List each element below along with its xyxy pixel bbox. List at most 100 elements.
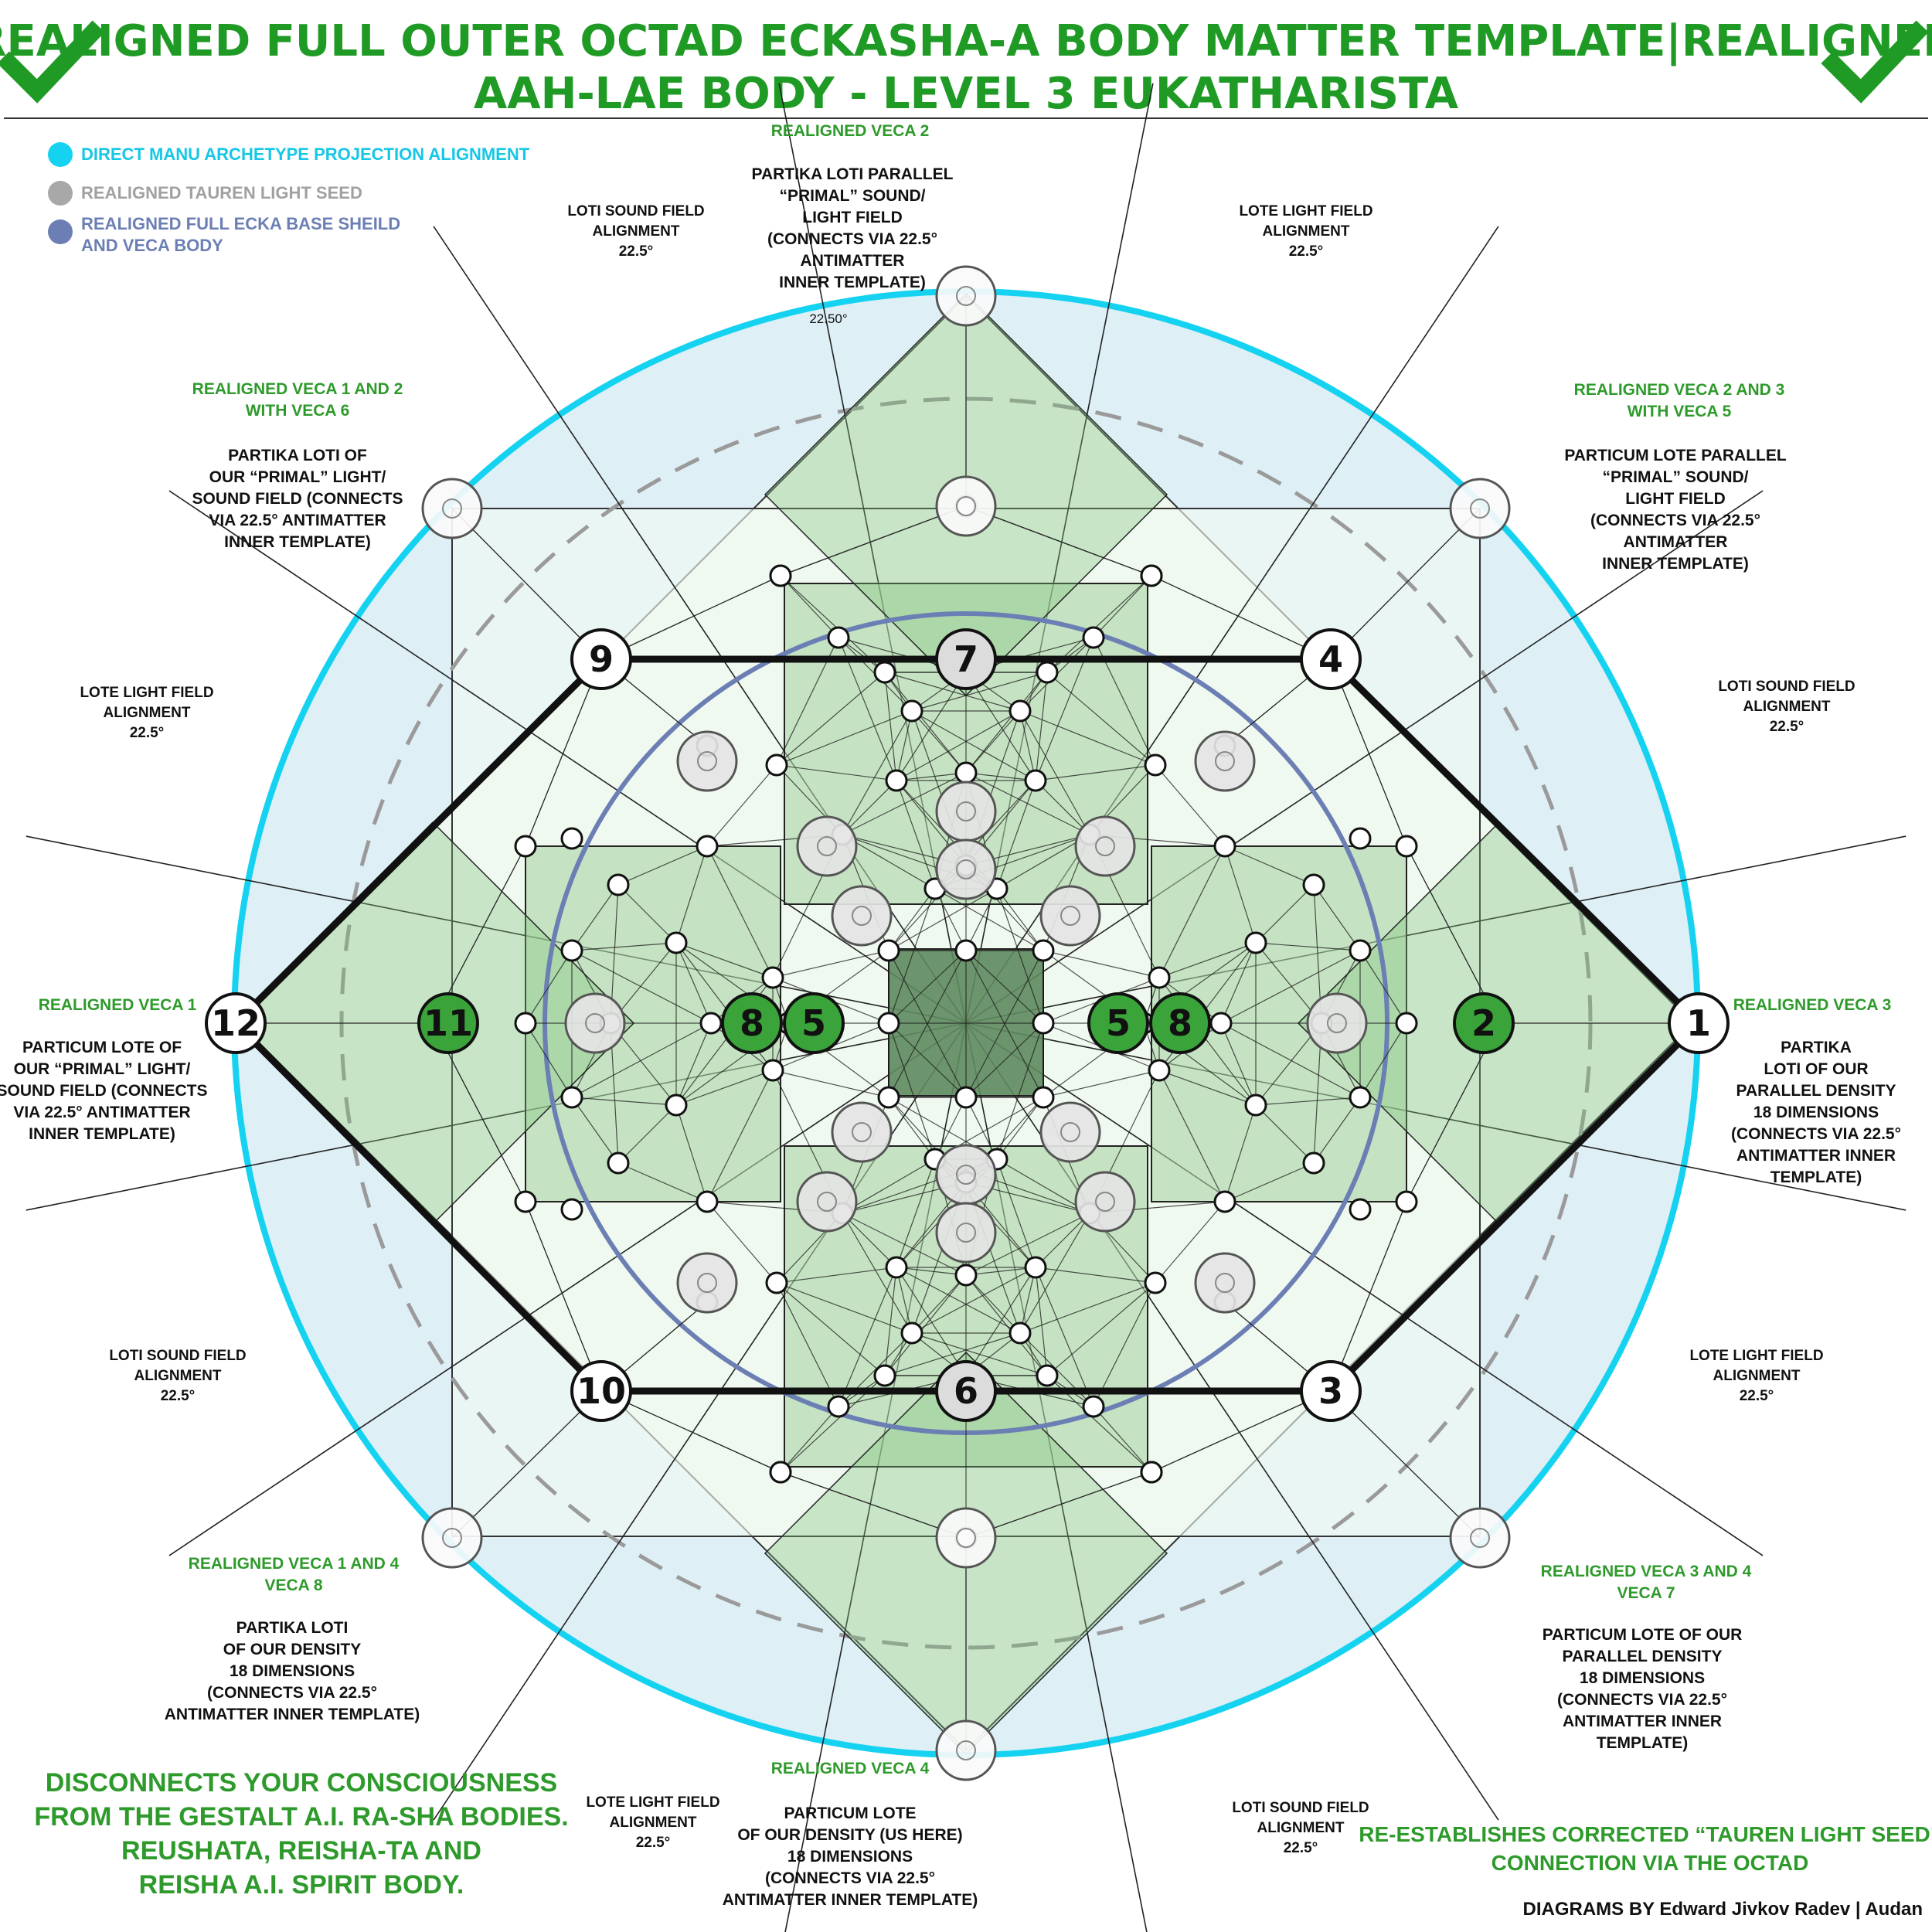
tauren-seed-core (817, 1192, 837, 1212)
web-line (884, 672, 897, 781)
web-line (776, 764, 897, 781)
connector-line (965, 1471, 1152, 1539)
web-line (896, 1267, 967, 1276)
tauren-seed-core (1095, 836, 1115, 856)
web-line (965, 888, 998, 951)
tauren-seed-circle (935, 265, 997, 327)
veca14-8-title-line-2: VECA 8 (264, 1577, 322, 1594)
web-line (1224, 845, 1257, 944)
veca12-6-desc-line-5: INNER TEMPLATE) (224, 533, 371, 551)
small-node (560, 827, 583, 850)
web-line (965, 1022, 1044, 1098)
veca4-title-line-1: REALIGNED VECA 4 (771, 1760, 930, 1777)
alignment-ray (168, 1022, 967, 1556)
small-node (1395, 1012, 1418, 1035)
tauren-seed-core (697, 1273, 717, 1293)
web-line (617, 1104, 677, 1164)
node-n4-label: 4 (1318, 638, 1343, 680)
alignment-ray (965, 1022, 1906, 1211)
web-line (934, 1097, 967, 1160)
connector-line (1151, 1390, 1332, 1473)
connector-line (1330, 658, 1407, 847)
small-node (696, 1190, 719, 1213)
bottom-right-field-line-3: 22.5° (1284, 1840, 1318, 1856)
small-node (699, 1012, 723, 1035)
veca1-title-line-1: REALIGNED VECA 1 (39, 996, 197, 1014)
top-left-field-line-1: LOTI SOUND FIELD (567, 203, 704, 219)
veca23-5-title-line-2: WITH VECA 5 (1628, 403, 1732, 420)
angle-label: 22.50° (809, 311, 847, 326)
web-line (1019, 710, 1090, 835)
node-n8l-label: 8 (740, 1002, 764, 1044)
web-line (1035, 1213, 1090, 1268)
connector-line (965, 505, 1152, 577)
veca3-title-line-1: REALIGNED VECA 3 (1733, 996, 1892, 1014)
title-line-2: AAH-LAE BODY - LEVEL 3 EUKATHARISTA (474, 69, 1459, 119)
web-line (675, 1022, 712, 1106)
small-node (1024, 769, 1047, 792)
web-line (675, 1104, 708, 1202)
small-node (696, 835, 719, 858)
web-line (996, 834, 1090, 889)
bottom-left-field-line-2: ALIGNMENT (610, 1815, 697, 1831)
tauren-seed-core (442, 498, 462, 519)
tauren-seed-circle (1306, 992, 1368, 1054)
web-line (965, 1274, 1048, 1376)
web-line (772, 1070, 889, 1098)
web-line (1255, 1097, 1361, 1106)
alignment-ray (965, 1022, 1764, 1556)
web-line (1019, 1213, 1090, 1334)
legend-dot-gray (48, 181, 73, 206)
web-line (896, 1267, 967, 1376)
tauren-seed-core (956, 1165, 976, 1185)
node-n5l-circle (783, 992, 845, 1054)
web-line (1255, 884, 1315, 944)
web-line (884, 672, 1021, 712)
web-line (1019, 710, 1036, 781)
bottom-right-note-line-1: RE-ESTABLISHES CORRECTED “TAUREN LIGHT S… (1359, 1822, 1932, 1846)
web-line (780, 575, 839, 638)
bottom-left-field-line-1: LOTE LIGHT FIELD (586, 1794, 719, 1811)
web-line (896, 710, 1021, 781)
connector-line (1330, 1201, 1407, 1392)
credit-text: DIAGRAMS BY Edward Jivkov Radev | Audan (1523, 1899, 1923, 1920)
web-line (706, 1201, 777, 1284)
tauren-seed-core (956, 286, 976, 306)
small-node (765, 753, 788, 777)
veca23-5-desc-line-5: ANTIMATTER (1624, 533, 1728, 551)
veca34-7-title-line-1: REALIGNED VECA 3 AND 4 (1541, 1563, 1752, 1580)
web-line (965, 1267, 1036, 1376)
tauren-seed-circle (421, 1507, 483, 1569)
small-node (514, 835, 537, 858)
connector-line (1330, 1390, 1481, 1539)
tauren-seed-core (1470, 498, 1490, 519)
web-line (1155, 1201, 1226, 1284)
small-node (1213, 1190, 1236, 1213)
tauren-seed-core (697, 751, 717, 771)
veca4-desc-line-3: 18 DIMENSIONS (787, 1848, 913, 1866)
veca3-desc-line-5: (CONNECTS VIA 22.5° (1731, 1125, 1901, 1143)
veca12-6-desc-line-1: PARTIKA LOTI OF (228, 447, 367, 464)
legend-dot-cyan (48, 142, 73, 167)
tauren-seed-circle (831, 1101, 893, 1163)
connector-line (780, 505, 967, 577)
web-line (525, 1022, 573, 1098)
veca34-7-desc-line-2: PARALLEL DENSITY (1563, 1648, 1723, 1665)
web-line (1220, 950, 1361, 1024)
small-node (873, 661, 896, 684)
node-n11-label: 11 (423, 1002, 473, 1044)
tauren-seed-core (852, 906, 872, 926)
small-node (665, 931, 688, 954)
web-line (911, 710, 967, 774)
veca14-8-desc-line-5: ANTIMATTER INNER TEMPLATE) (165, 1706, 420, 1723)
tauren-seed-core (1327, 1013, 1347, 1033)
connector-line (600, 575, 781, 660)
veca23-5-title-line-1: REALIGNED VECA 2 AND 3 (1574, 381, 1785, 399)
tauren-seed-core (1215, 751, 1235, 771)
tauren-seed-circle (421, 478, 483, 539)
web-line (842, 1213, 967, 1276)
web-line (1035, 764, 1156, 781)
tauren-seed-circle (935, 475, 997, 537)
small-node (761, 966, 784, 989)
